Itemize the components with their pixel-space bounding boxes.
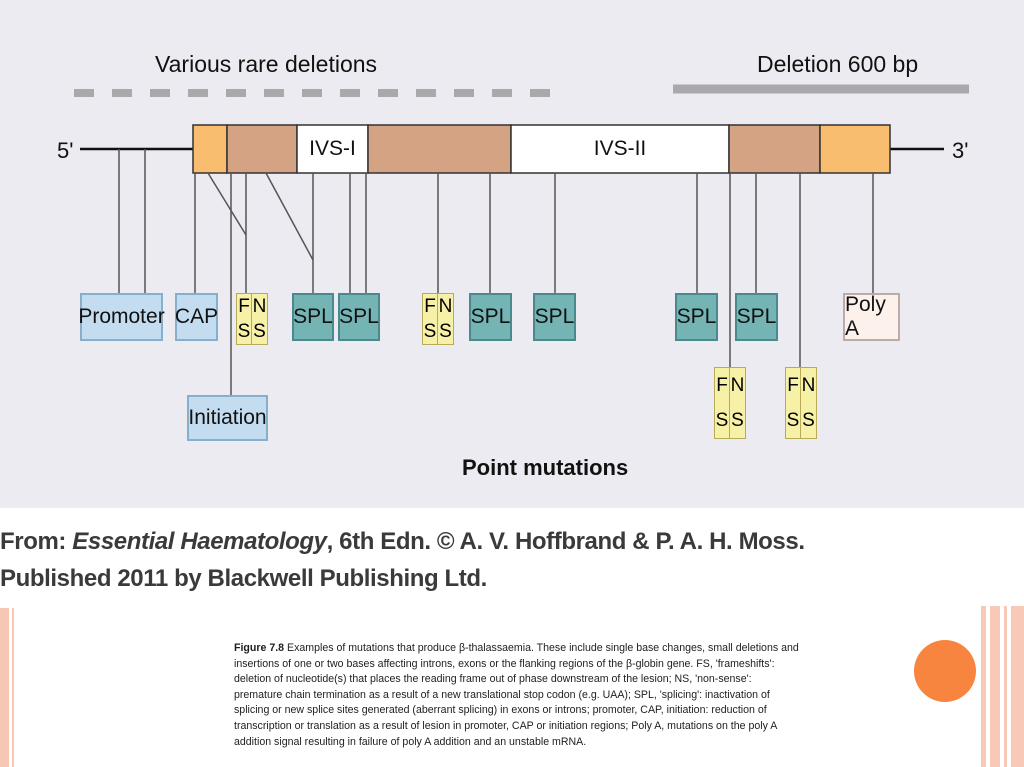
intron-1-segment bbox=[296, 124, 369, 174]
fs-letter: F bbox=[423, 294, 438, 319]
figure-caption: Figure 7.8 Examples of mutations that pr… bbox=[234, 641, 800, 750]
fs-letter: F bbox=[237, 294, 252, 319]
three-prime-label: 3' bbox=[952, 138, 969, 163]
credit-line-1: From: Essential Haematology, 6th Edn. © … bbox=[0, 528, 805, 556]
caption-text: Examples of mutations that produce β-tha… bbox=[234, 642, 799, 748]
deletion-600bp-label: Deletion 600 bp bbox=[757, 51, 919, 77]
fs-ns-box: F N S S bbox=[714, 367, 746, 439]
fs-ns-box: F N S S bbox=[785, 367, 817, 439]
utr-5-segment bbox=[192, 124, 228, 174]
left-frame-bar bbox=[0, 608, 9, 767]
connector-lines bbox=[118, 149, 874, 395]
credit-book-title: Essential Haematology bbox=[72, 528, 327, 555]
fs-ns-box: F N S S bbox=[422, 293, 454, 345]
fs-letter: N bbox=[801, 375, 816, 396]
spl-box: SPL bbox=[469, 293, 512, 341]
diagram-graphics bbox=[74, 84, 969, 395]
cap-box: CAP bbox=[175, 293, 218, 341]
fs-letter: N bbox=[438, 296, 453, 317]
diagram-panel: Various rare deletions Deletion 600 bp bbox=[0, 0, 1024, 508]
fs-letter: S bbox=[237, 319, 252, 344]
initiation-box: Initiation bbox=[187, 395, 268, 441]
spl-box: SPL bbox=[292, 293, 334, 341]
fs-letter: S bbox=[423, 319, 438, 344]
exon-3-segment bbox=[728, 124, 821, 174]
fs-letter: F bbox=[786, 368, 801, 403]
fs-letter: S bbox=[786, 403, 801, 438]
credit-authors: , 6th Edn. © A. V. Hoffbrand & P. A. H. … bbox=[326, 528, 805, 555]
utr-3-segment bbox=[819, 124, 891, 174]
spl-box: SPL bbox=[338, 293, 380, 341]
exon-1-segment bbox=[226, 124, 298, 174]
intron-2-label: IVS-II bbox=[593, 137, 647, 160]
credit-line-2: Published 2011 by Blackwell Publishing L… bbox=[0, 565, 487, 592]
fs-letter: S bbox=[731, 410, 744, 431]
five-prime-label: 5' bbox=[57, 138, 74, 163]
right-frame-bar bbox=[990, 606, 1000, 767]
left-frame-line bbox=[12, 608, 14, 767]
exon-2-segment bbox=[367, 124, 512, 174]
fs-letter: S bbox=[253, 321, 266, 342]
fs-letter: S bbox=[439, 321, 452, 342]
right-frame-line bbox=[1004, 606, 1007, 767]
rare-deletions-label: Various rare deletions bbox=[155, 51, 378, 77]
fs-letter: F bbox=[715, 368, 730, 403]
fs-letter: S bbox=[715, 403, 730, 438]
fs-letter: N bbox=[730, 375, 745, 396]
fs-letter: N bbox=[252, 296, 267, 317]
intron-1-label: IVS-I bbox=[309, 137, 356, 160]
fs-letter: S bbox=[802, 410, 815, 431]
poly-a-box: Poly A bbox=[843, 293, 900, 341]
accent-circle bbox=[914, 640, 976, 702]
right-frame-bar bbox=[1011, 606, 1024, 767]
caption-label: Figure 7.8 bbox=[234, 642, 285, 654]
fs-ns-box: F N S S bbox=[236, 293, 268, 345]
promoter-box: Promoter bbox=[78, 293, 165, 341]
spl-box: SPL bbox=[533, 293, 576, 341]
right-frame-bar bbox=[981, 606, 986, 767]
spl-box: SPL bbox=[675, 293, 718, 341]
point-mutations-label: Point mutations bbox=[462, 455, 629, 480]
spl-box: SPL bbox=[735, 293, 778, 341]
credit-prefix: From: bbox=[0, 528, 73, 555]
